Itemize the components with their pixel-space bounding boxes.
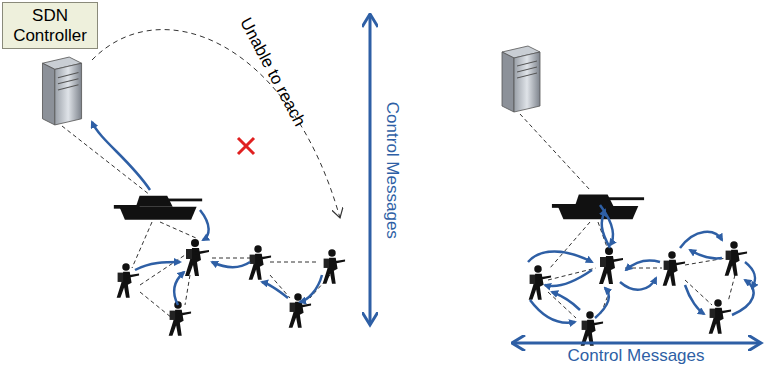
node-text: SDN Controller (11, 6, 89, 45)
axis-label: Control Messages (567, 347, 704, 366)
note-text: Unable to reach (236, 15, 309, 130)
controller-box: SDN Controller (2, 2, 98, 49)
axis-label: Control Messages (383, 101, 402, 238)
